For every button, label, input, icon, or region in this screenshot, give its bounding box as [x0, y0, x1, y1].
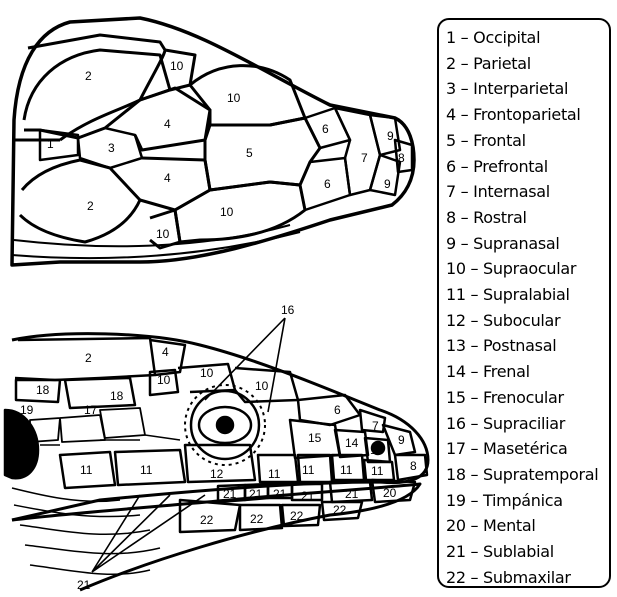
lateral-label: 21 — [301, 489, 315, 503]
lateral-view — [5, 318, 428, 590]
lateral-label: 10 — [255, 379, 269, 393]
dorsal-label: 9 — [387, 129, 394, 143]
legend-item: 3 – Interparietal — [446, 76, 609, 102]
diagram-svg: 2 10 10 4 1 3 5 6 7 9 8 9 4 6 2 10 10 — [0, 0, 430, 592]
lateral-label: 10 — [200, 366, 214, 380]
lateral-label: 18 — [110, 389, 124, 403]
lateral-label: 21 — [77, 578, 91, 592]
legend-list: 1 – Occipital 2 – Parietal 3 – Interpari… — [439, 20, 609, 590]
legend-item: 19 – Timpánica — [446, 488, 609, 514]
lateral-label: 17 — [84, 403, 98, 417]
legend-item: 22 – Submaxilar — [446, 565, 609, 591]
legend-item: 20 – Mental — [446, 513, 609, 539]
lateral-label: 21 — [249, 487, 263, 501]
lateral-label: 7 — [372, 419, 379, 433]
dorsal-label: 6 — [322, 122, 329, 136]
lateral-label: 11 — [80, 463, 93, 477]
lateral-label: 22 — [290, 509, 304, 523]
lateral-label: 22 — [200, 513, 214, 527]
dorsal-label: 10 — [170, 59, 184, 73]
lateral-label: 21 — [345, 487, 359, 501]
legend-item: 12 – Subocular — [446, 308, 609, 334]
lateral-label: 11 — [371, 464, 384, 478]
lateral-label: 22 — [250, 512, 264, 526]
legend-item: 11 – Supralabial — [446, 282, 609, 308]
lateral-label: 16 — [281, 303, 295, 317]
lateral-label: 6 — [334, 403, 341, 417]
lateral-label: 4 — [162, 345, 169, 359]
lateral-label: 19 — [20, 403, 34, 417]
dorsal-label: 9 — [384, 177, 391, 191]
lateral-label: 20 — [383, 486, 397, 500]
dorsal-label: 8 — [398, 151, 405, 165]
legend-item: 1 – Occipital — [446, 25, 609, 51]
legend-item: 8 – Rostral — [446, 205, 609, 231]
legend-item: 18 – Supratemporal — [446, 462, 609, 488]
legend-item: 13 – Postnasal — [446, 333, 609, 359]
lateral-label: 11 — [140, 463, 153, 477]
legend-item: 16 – Supraciliar — [446, 411, 609, 437]
legend-item: 14 – Frenal — [446, 359, 609, 385]
lateral-label: 11 — [340, 463, 353, 477]
lateral-label: 11 — [302, 463, 315, 477]
dorsal-label: 3 — [108, 141, 115, 155]
legend-item: 7 – Internasal — [446, 179, 609, 205]
legend-item: 6 – Prefrontal — [446, 154, 609, 180]
dorsal-label: 2 — [85, 69, 92, 83]
legend-item: 17 – Masetérica — [446, 436, 609, 462]
lateral-label: 9 — [398, 433, 405, 447]
legend-item: 4 – Frontoparietal — [446, 102, 609, 128]
lateral-label: 21 — [273, 487, 287, 501]
legend-item: 15 – Frenocular — [446, 385, 609, 411]
dorsal-label: 4 — [164, 117, 171, 131]
lateral-label: 13 — [370, 443, 384, 457]
dorsal-label: 6 — [324, 177, 331, 191]
dorsal-label: 10 — [156, 227, 170, 241]
dorsal-label: 10 — [227, 91, 241, 105]
dorsal-label: 2 — [87, 199, 94, 213]
dorsal-label: 4 — [164, 171, 171, 185]
lateral-label: 15 — [308, 431, 322, 445]
legend-item: 21 – Sublabial — [446, 539, 609, 565]
lateral-label: 12 — [210, 467, 224, 481]
legend-item: 9 – Supranasal — [446, 231, 609, 257]
dorsal-label: 1 — [47, 137, 54, 151]
dorsal-view — [12, 18, 414, 265]
lateral-label: 21 — [223, 487, 237, 501]
lateral-label: 10 — [157, 373, 171, 387]
legend-item: 10 – Supraocular — [446, 256, 609, 282]
lateral-label: 14 — [345, 436, 359, 450]
legend-item: 2 – Parietal — [446, 51, 609, 77]
legend: 1 – Occipital 2 – Parietal 3 – Interpari… — [437, 18, 611, 588]
lateral-label: 22 — [333, 503, 347, 517]
legend-item: 5 – Frontal — [446, 128, 609, 154]
scale-diagram: 2 10 10 4 1 3 5 6 7 9 8 9 4 6 2 10 10 — [0, 0, 430, 592]
dorsal-label: 10 — [220, 205, 234, 219]
lateral-label: 2 — [85, 351, 92, 365]
lateral-label: 8 — [410, 459, 417, 473]
dorsal-label: 5 — [246, 146, 253, 160]
lateral-label: 18 — [36, 383, 50, 397]
dorsal-label: 7 — [361, 151, 368, 165]
lateral-label: 11 — [268, 467, 281, 481]
lateral-labels: 16 2 4 10 10 10 18 18 19 17 6 7 9 15 14 … — [20, 303, 417, 592]
